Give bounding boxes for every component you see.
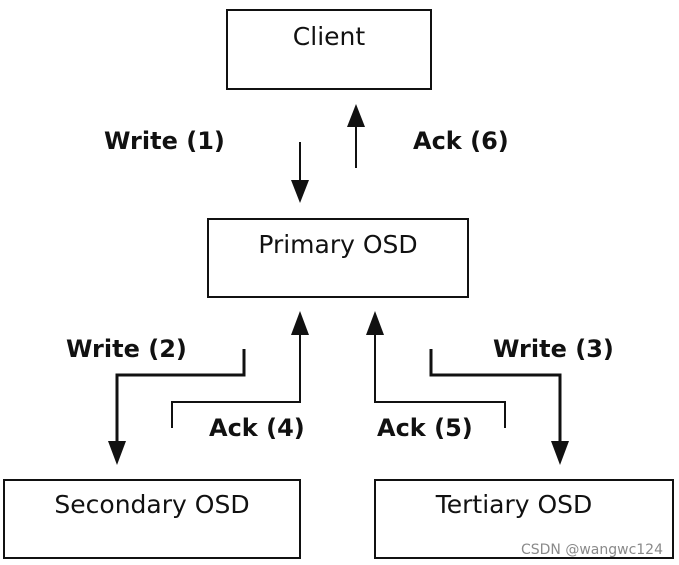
ack-4-arrow xyxy=(171,311,309,428)
ack-6-label: Ack (6) xyxy=(413,127,509,155)
client-node: Client xyxy=(226,9,432,90)
ack-6-arrow xyxy=(347,104,365,168)
write-3-label: Write (3) xyxy=(493,335,614,363)
client-label: Client xyxy=(293,22,366,51)
tertiary-osd-node: Tertiary OSD xyxy=(374,479,674,559)
arrowhead-down xyxy=(551,441,569,465)
primary-osd-node: Primary OSD xyxy=(207,218,469,298)
write-1-label: Write (1) xyxy=(104,127,225,155)
secondary-osd-box xyxy=(3,479,301,559)
arrowhead-up xyxy=(347,104,365,127)
client-box xyxy=(226,9,432,90)
primary-osd-label: Primary OSD xyxy=(258,230,417,259)
tertiary-osd-label: Tertiary OSD xyxy=(435,490,593,519)
arrowhead-up xyxy=(366,311,384,335)
tertiary-osd-box xyxy=(374,479,674,559)
watermark-text: CSDN @wangwc124 xyxy=(521,542,663,558)
secondary-osd-node: Secondary OSD xyxy=(3,479,301,559)
write-1-arrow xyxy=(291,142,309,203)
secondary-osd-label: Secondary OSD xyxy=(54,490,249,519)
write-2-arrow xyxy=(108,349,246,465)
primary-osd-box xyxy=(207,218,469,298)
write-2-label: Write (2) xyxy=(66,335,187,363)
ack-4-label: Ack (4) xyxy=(209,414,305,442)
write-3-arrow xyxy=(429,349,569,465)
ack-5-arrow xyxy=(366,311,506,428)
ack-5-label: Ack (5) xyxy=(377,414,473,442)
arrowhead-down xyxy=(291,180,309,203)
arrowhead-up xyxy=(291,311,309,335)
arrowhead-down xyxy=(108,441,126,465)
